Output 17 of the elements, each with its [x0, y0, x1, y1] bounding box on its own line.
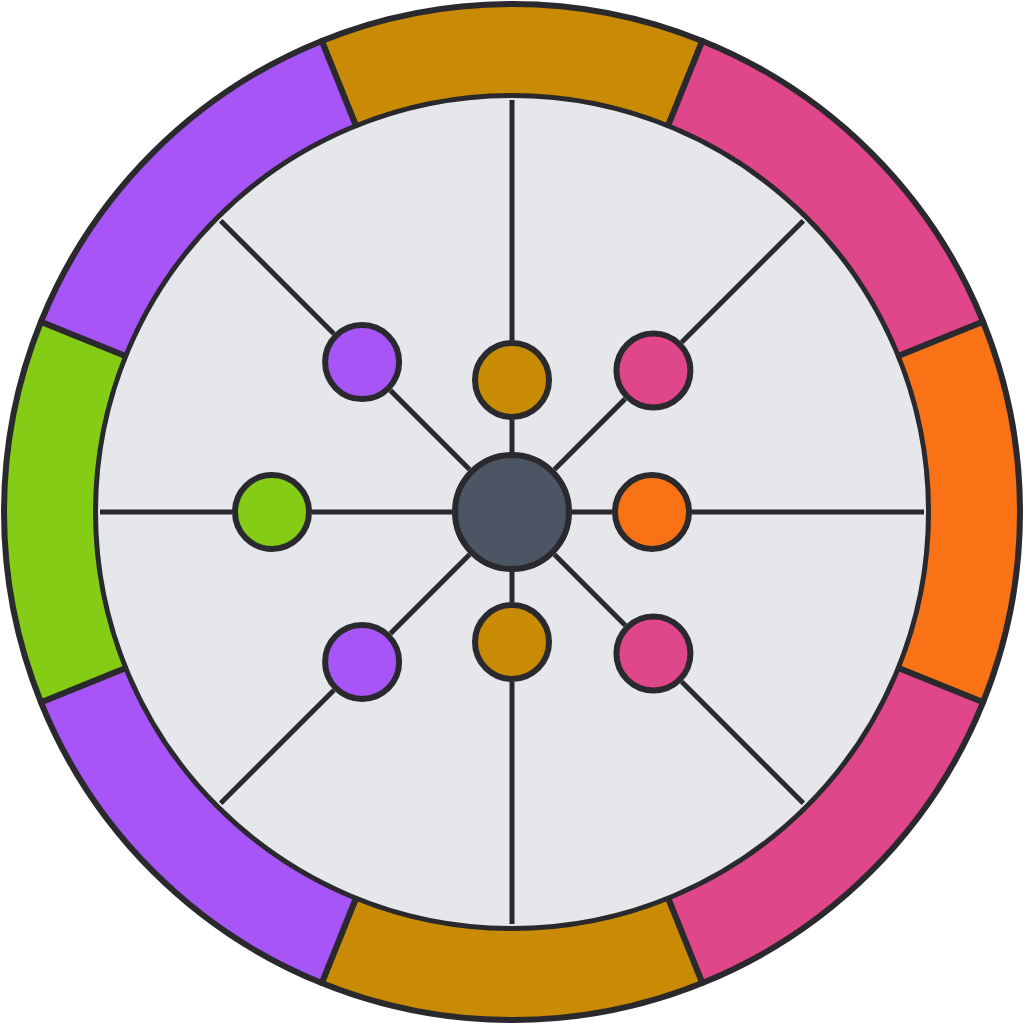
connector-line [552, 397, 627, 472]
connector-line [692, 509, 924, 515]
connector-line [388, 388, 472, 472]
connector-line [509, 420, 515, 452]
connector-line [679, 679, 806, 806]
connector-line [679, 218, 806, 345]
connector-line [388, 552, 472, 636]
connector-line [509, 682, 515, 924]
connector-line [218, 688, 336, 806]
connector-line [218, 218, 336, 336]
hub-circle [452, 452, 572, 572]
connector-line [312, 509, 452, 515]
connector-line [100, 509, 232, 515]
connector-line [572, 509, 612, 515]
connector-line [509, 572, 515, 602]
connector-line [509, 100, 515, 340]
connector-line [552, 552, 627, 627]
